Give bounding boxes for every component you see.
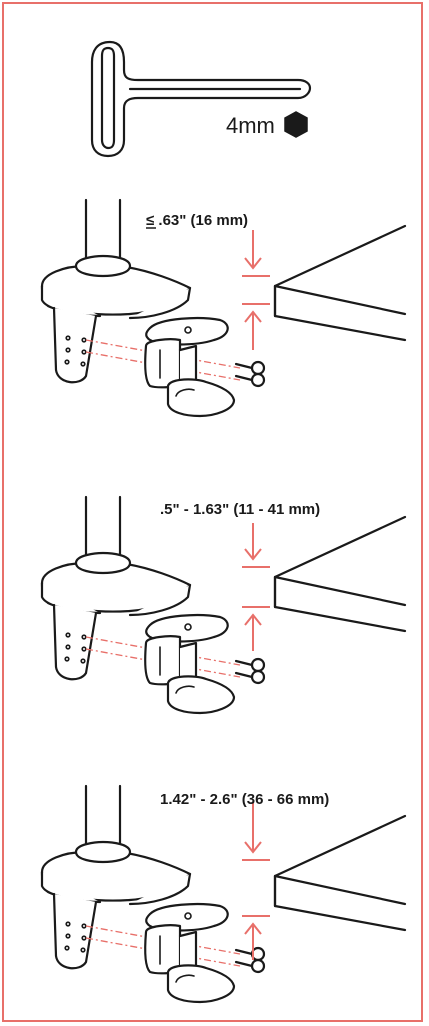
hex-nut-icon bbox=[284, 111, 308, 138]
step-3-diagram bbox=[40, 784, 407, 1004]
step-1-diagram bbox=[40, 198, 407, 418]
step-3-label: 1.42" - 2.6" (36 - 66 mm) bbox=[160, 791, 329, 808]
step-2-label: .5" - 1.63" (11 - 41 mm) bbox=[160, 501, 320, 518]
hex-key-icon bbox=[90, 40, 312, 158]
step-1-label: ≤ .63" (16 mm) bbox=[146, 212, 248, 229]
page-border bbox=[2, 2, 423, 1022]
step-2-diagram bbox=[40, 495, 407, 715]
wrench-size-label: 4mm bbox=[226, 113, 275, 138]
